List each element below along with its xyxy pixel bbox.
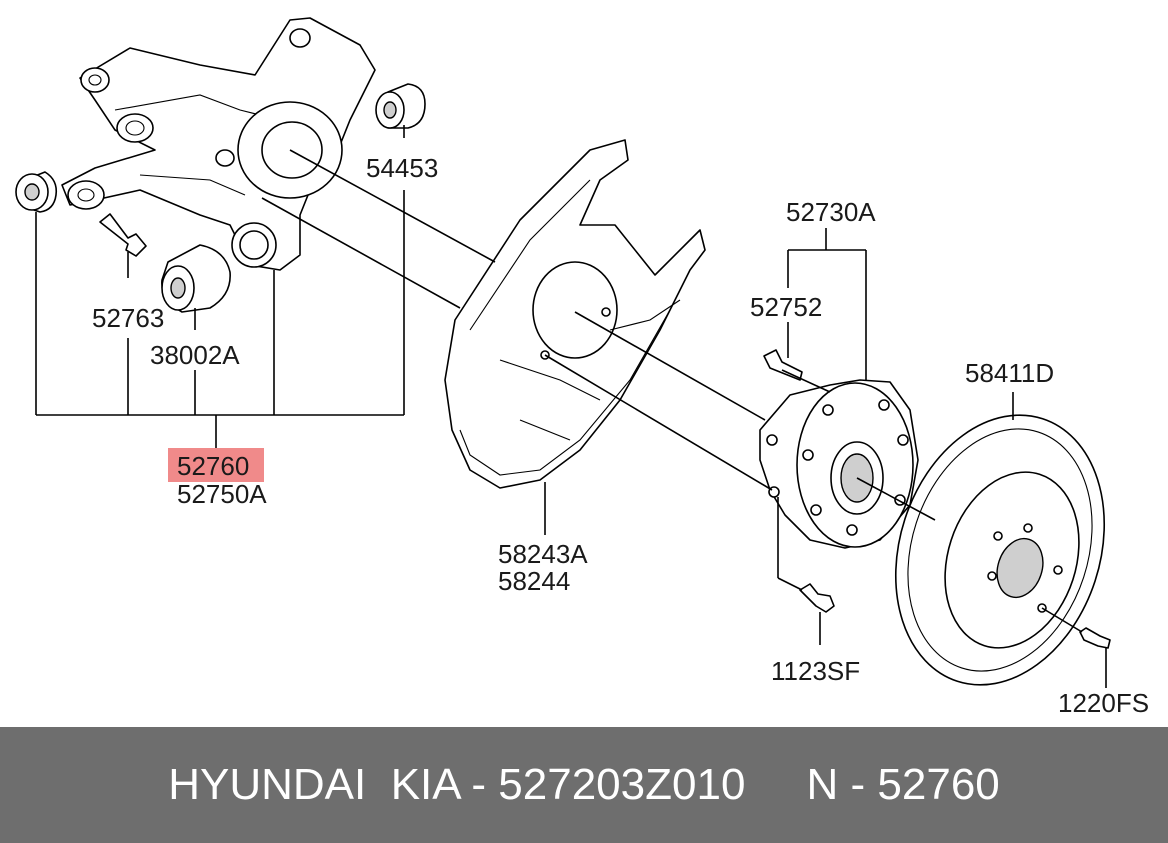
knuckle-assembly-drawing (61, 17, 376, 271)
dust-shield-drawing (444, 139, 706, 489)
label-58243A[interactable]: 58243A (498, 539, 588, 569)
brake-disc-drawing (894, 414, 1106, 686)
label-52760[interactable]: 52760 (177, 451, 249, 481)
stud-52752-drawing (763, 349, 803, 381)
screw-1220FS-drawing (1079, 627, 1111, 649)
bolt-52763-drawing (99, 213, 147, 257)
bolt-1123SF-drawing (799, 583, 835, 613)
label-52752[interactable]: 52752 (750, 292, 822, 322)
bushing-54453-drawing (375, 83, 426, 129)
leader-lines (35, 125, 1107, 688)
label-38002A[interactable]: 38002A (150, 340, 240, 370)
highlight-box (168, 448, 264, 482)
label-1220FS[interactable]: 1220FS (1058, 688, 1149, 718)
bushing-38002A-drawing (161, 244, 231, 313)
footer-bar: HYUNDAI KIA - 527203Z010 N - 52760 (0, 727, 1168, 843)
label-58244[interactable]: 58244 (498, 566, 570, 596)
hub-assembly-drawing (759, 379, 919, 549)
label-52730A[interactable]: 52730A (786, 197, 876, 227)
label-58411D[interactable]: 58411D (965, 358, 1054, 388)
label-54453[interactable]: 54453 (366, 153, 438, 183)
footer-part-number-text: HYUNDAI KIA - 527203Z010 N - 52760 (168, 760, 1000, 809)
label-52763[interactable]: 52763 (92, 303, 164, 333)
label-52750A[interactable]: 52750A (177, 479, 267, 509)
exploded-parts-diagram: 54453 52763 38002A 52760 52750A 52730A 5… (15, 17, 1149, 718)
left-bushing-drawing (15, 171, 58, 213)
label-1123SF[interactable]: 1123SF (771, 656, 860, 686)
